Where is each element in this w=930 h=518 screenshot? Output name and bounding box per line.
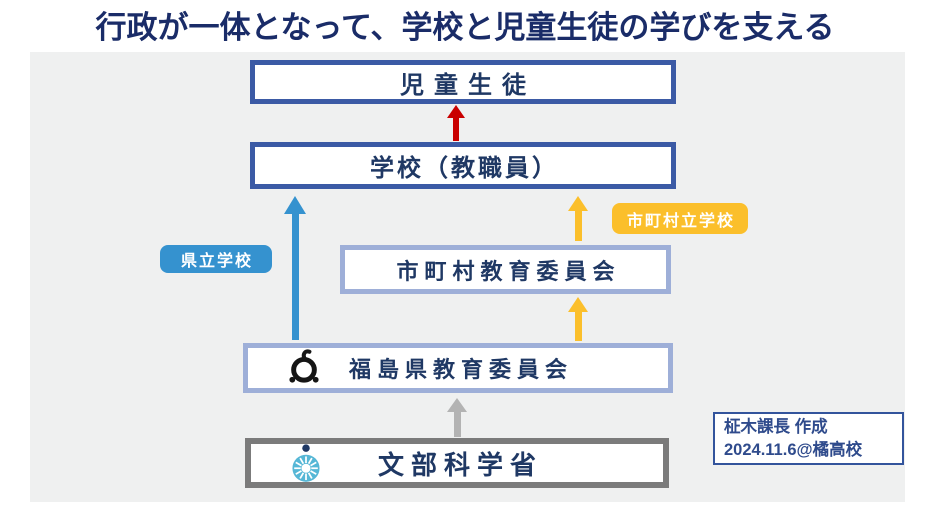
box-mext-label: 文部科学省 [377, 449, 543, 480]
page-title: 行政が一体となって、学校と児童生徒の学びを支える [95, 10, 835, 45]
box-students: 児童生徒 [250, 60, 676, 104]
credit-author: 柾木課長 作成 [724, 418, 828, 436]
credit-box: 柾木課長 作成 2024.11.6@橘高校 [713, 412, 904, 465]
arrow-pref-board-to-school [284, 196, 306, 340]
arrow-shaft [453, 412, 461, 437]
badge-municipal-school-label: 市町村立学校 [626, 212, 735, 230]
arrow-head [568, 297, 588, 312]
badge-municipal-school: 市町村立学校 [612, 203, 748, 234]
box-school-label: 学校（教職員） [370, 155, 559, 182]
arrow-municipal-board-to-school [568, 196, 588, 241]
box-municipal-board: 市町村教育委員会 [340, 245, 671, 294]
credit-date: 2024.11.6@橘高校 [724, 441, 863, 459]
arrow-head [284, 196, 306, 214]
arrow-shaft [574, 211, 582, 241]
badge-prefectural-school-label: 県立学校 [180, 253, 253, 270]
box-prefectural-board: 福島県教育委員会 [243, 343, 673, 393]
arrow-head [447, 105, 465, 118]
fukushima-prefecture-emblem-icon [280, 349, 322, 387]
box-municipal-board-label: 市町村教育委員会 [396, 258, 621, 284]
badge-prefectural-school: 県立学校 [160, 245, 272, 273]
arrow-shaft [574, 312, 582, 341]
mext-emblem-icon [283, 442, 322, 484]
arrow-pref-board-to-municipal-board [568, 297, 588, 341]
arrow-school-to-students [447, 105, 465, 141]
arrow-mext-to-pref-board [447, 398, 467, 437]
box-students-label: 児童生徒 [400, 71, 536, 99]
arrow-shaft [291, 214, 299, 340]
arrow-shaft [453, 118, 459, 141]
arrow-head [447, 398, 467, 412]
arrow-head [568, 196, 588, 211]
box-mext: 文部科学省 [245, 438, 669, 488]
box-prefectural-board-label: 福島県教育委員会 [348, 357, 573, 382]
box-school: 学校（教職員） [250, 142, 676, 189]
